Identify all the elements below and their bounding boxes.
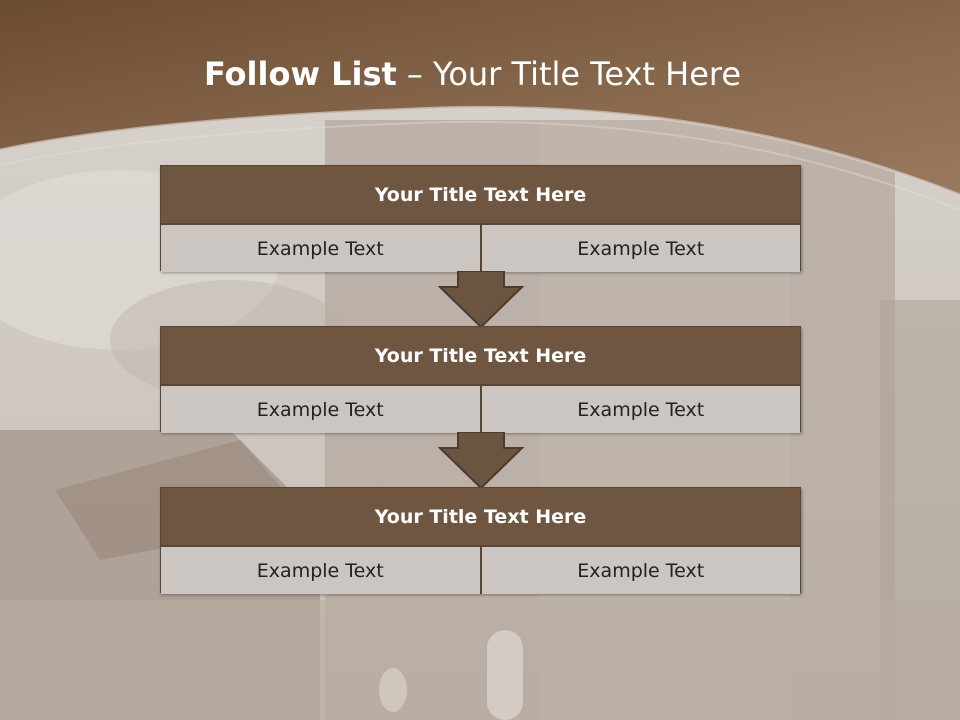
slide-title: Follow List– Your Title Text Here xyxy=(0,55,945,93)
step-title: Your Title Text Here xyxy=(161,327,800,386)
down-arrow-icon xyxy=(438,271,524,329)
slide-title-rest: – Your Title Text Here xyxy=(406,55,742,93)
down-arrow-icon xyxy=(438,432,524,490)
step-block-2: Your Title Text Here Example Text Exampl… xyxy=(160,326,801,433)
step-row: Example Text Example Text xyxy=(161,547,800,594)
step-cell-left: Example Text xyxy=(161,547,480,594)
step-cell-left: Example Text xyxy=(161,225,480,272)
step-title: Your Title Text Here xyxy=(161,166,800,225)
slide-title-bold: Follow List xyxy=(203,55,397,93)
step-cell-right: Example Text xyxy=(479,386,800,433)
step-block-3: Your Title Text Here Example Text Exampl… xyxy=(160,487,801,594)
step-row: Example Text Example Text xyxy=(161,225,800,272)
step-cell-right: Example Text xyxy=(479,547,800,594)
step-block-1: Your Title Text Here Example Text Exampl… xyxy=(160,165,801,272)
step-cell-right: Example Text xyxy=(479,225,800,272)
step-cell-left: Example Text xyxy=(161,386,480,433)
step-title: Your Title Text Here xyxy=(161,488,800,547)
step-row: Example Text Example Text xyxy=(161,386,800,433)
